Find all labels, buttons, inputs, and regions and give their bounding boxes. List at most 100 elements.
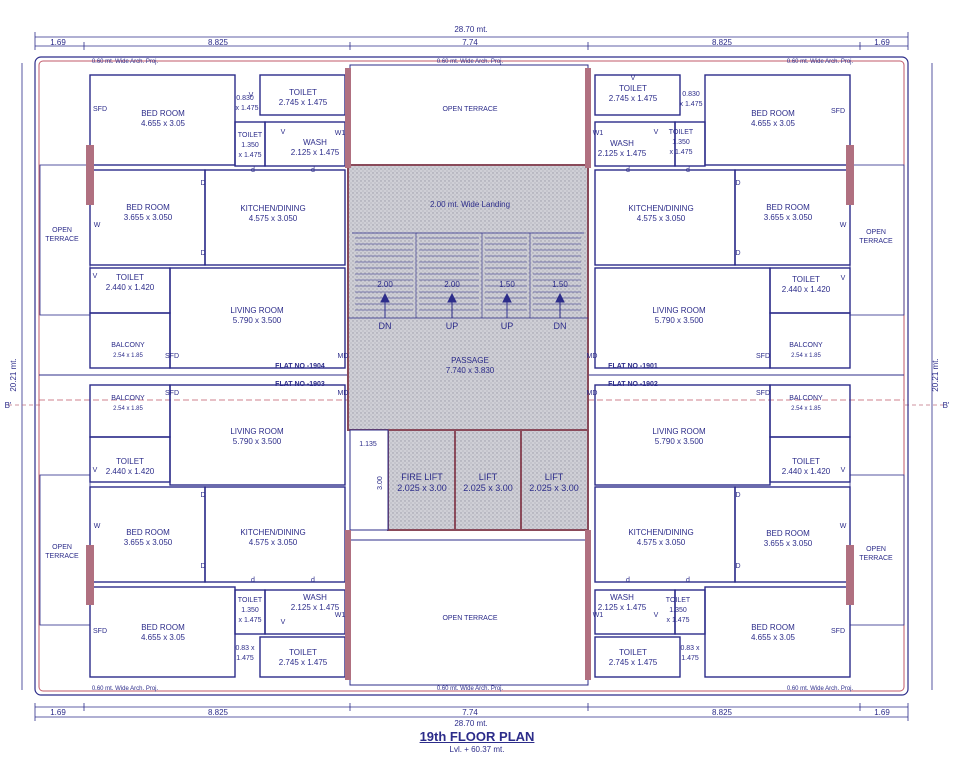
- door-mark: SFD: [756, 390, 770, 397]
- balcony-label: BALCONY: [789, 395, 823, 402]
- door-mark: d: [626, 167, 630, 174]
- duct-dim: 0.830: [236, 95, 254, 102]
- toilet-label: TOILET: [669, 129, 694, 136]
- kitchen-dim: 4.575 x 3.050: [249, 538, 298, 547]
- door-mark: D: [200, 563, 205, 570]
- dim-c-bottom: 7.74: [462, 708, 478, 717]
- bedroom-label: BED ROOM: [126, 203, 170, 212]
- kitchen-label: KITCHEN/DINING: [628, 204, 693, 213]
- door-mark: D: [735, 492, 740, 499]
- living-label: LIVING ROOM: [230, 427, 284, 436]
- door-mark: D: [735, 180, 740, 187]
- bedroom-dim: 3.655 x 3.050: [124, 538, 173, 547]
- bottom-dimension-lines: [34, 703, 909, 721]
- door-mark: d: [311, 577, 315, 584]
- bedroom-dim: 4.655 x 3.05: [751, 633, 796, 642]
- door-mark: D: [200, 180, 205, 187]
- kitchen-dim: 4.575 x 3.050: [637, 214, 686, 223]
- bedroom-label: BED ROOM: [751, 109, 795, 118]
- stair-direction: UP: [501, 321, 514, 331]
- window-mark: W: [94, 222, 101, 229]
- flat-1904-label: FLAT NO -1904: [275, 363, 325, 370]
- living-label: LIVING ROOM: [230, 306, 284, 315]
- passage-dim: 7.740 x 3.830: [446, 366, 495, 375]
- duct-dim: x 1.475: [680, 101, 703, 108]
- door-mark: D: [735, 563, 740, 570]
- open-label: OPEN: [866, 546, 886, 553]
- flat-1904-labels: BED ROOM 4.655 x 3.05 BED ROOM 3.655 x 3…: [45, 88, 348, 370]
- bedroom-dim: 4.655 x 3.05: [141, 119, 186, 128]
- door-mark: MD: [587, 390, 598, 397]
- stair-arrow-icon: [447, 292, 457, 303]
- balcony-dim: 2.54 x 1.85: [113, 353, 143, 359]
- vent-mark: V: [93, 273, 98, 280]
- vent-mark: V: [654, 129, 659, 136]
- door-mark: SFD: [93, 628, 107, 635]
- columns: [86, 68, 854, 680]
- terrace-label: TERRACE: [45, 553, 79, 560]
- dim-a-top-right: 1.69: [874, 38, 890, 47]
- living-dim: 5.790 x 3.500: [233, 437, 282, 446]
- open-label: OPEN: [866, 229, 886, 236]
- toilet-label: TOILET: [619, 84, 647, 93]
- toilet-label: TOILET: [116, 457, 144, 466]
- stair-arrow-icon: [502, 292, 512, 303]
- door-mark: SFD: [756, 353, 770, 360]
- balcony-dim: 2.54 x 1.85: [113, 406, 143, 412]
- bedroom-dim: 4.655 x 3.05: [751, 119, 796, 128]
- door-mark: SFD: [831, 108, 845, 115]
- kitchen-label: KITCHEN/DINING: [628, 528, 693, 537]
- window-mark: W1: [593, 130, 604, 137]
- toilet-dim: 2.440 x 1.420: [782, 467, 831, 476]
- flat-1901-label: FLAT NO -1901: [608, 363, 658, 370]
- wash-dim: 2.125 x 1.475: [291, 603, 340, 612]
- duct-dim: 1.475: [236, 655, 254, 662]
- window-mark: W: [840, 222, 847, 229]
- bedroom-dim: 3.655 x 3.050: [764, 539, 813, 548]
- duct-dim: 0.830: [682, 91, 700, 98]
- dim-b-top-left: 8.825: [208, 38, 229, 47]
- stair-direction: UP: [446, 321, 459, 331]
- toilet-dim: x 1.475: [239, 152, 262, 159]
- landing-label: 2.00 mt. Wide Landing: [430, 200, 510, 209]
- core-labels: OPEN TERRACE OPEN TERRACE 2.00 mt. Wide …: [359, 106, 579, 622]
- open-label: OPEN: [52, 544, 72, 551]
- balcony-label: BALCONY: [111, 395, 145, 402]
- overall-width-bottom: 28.70 mt.: [454, 719, 487, 728]
- toilet-dim: x 1.475: [667, 617, 690, 624]
- dim-b-top-right: 8.825: [712, 38, 733, 47]
- kitchen-label: KITCHEN/DINING: [240, 204, 305, 213]
- stair-arrow-icon: [380, 292, 390, 303]
- duct-dim: 0.83 x: [680, 645, 700, 652]
- bedroom-label: BED ROOM: [766, 203, 810, 212]
- toilet-dim: 2.745 x 1.475: [279, 98, 328, 107]
- toilet-label: TOILET: [116, 273, 144, 282]
- toilet-label: TOILET: [792, 275, 820, 284]
- grid-mark-right: B': [943, 401, 950, 410]
- lift-label: LIFT: [545, 472, 564, 482]
- arch-proj-tr: 0.60 mt. Wide Arch. Proj.: [787, 59, 854, 65]
- window-mark: W: [840, 523, 847, 530]
- lift-dim: 2.025 x 3.00: [463, 483, 513, 493]
- fire-lift-dim: 2.025 x 3.00: [397, 483, 447, 493]
- toilet-dim: 2.745 x 1.475: [279, 658, 328, 667]
- terrace-label: TERRACE: [859, 238, 893, 245]
- dim-b-bottom-right: 8.825: [712, 708, 733, 717]
- bedroom-label: BED ROOM: [126, 528, 170, 537]
- toilet-dim: 1.350: [669, 607, 687, 614]
- window-mark: W1: [335, 130, 346, 137]
- door-mark: D: [735, 250, 740, 257]
- fire-lift-label: FIRE LIFT: [401, 472, 443, 482]
- passage-label: PASSAGE: [451, 356, 489, 365]
- wash-label: WASH: [610, 593, 634, 602]
- dim-a-bottom-right: 1.69: [874, 708, 890, 717]
- wash-label: WASH: [303, 593, 327, 602]
- arch-proj-br: 0.60 mt. Wide Arch. Proj.: [787, 686, 854, 692]
- balcony-dim: 2.54 x 1.85: [791, 353, 821, 359]
- vent-mark: V: [631, 75, 636, 82]
- stair-width: 2.00: [377, 280, 393, 289]
- side-dimension-lines: [8, 63, 946, 690]
- toilet-dim: 2.440 x 1.420: [106, 283, 155, 292]
- bedroom-dim: 4.655 x 3.05: [141, 633, 186, 642]
